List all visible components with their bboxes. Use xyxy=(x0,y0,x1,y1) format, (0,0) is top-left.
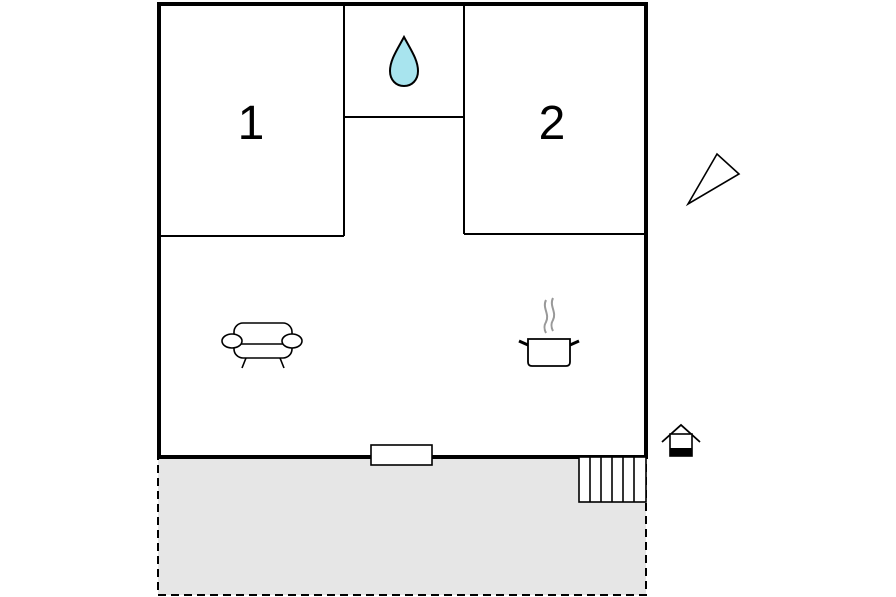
room-label-1: 1 xyxy=(238,97,265,150)
cooking-pot-icon xyxy=(518,297,580,367)
terrace-area xyxy=(157,457,647,596)
entrance-door xyxy=(370,444,433,466)
entrance-steps xyxy=(578,456,647,503)
entrance-house-icon xyxy=(661,423,701,457)
north-arrow-icon xyxy=(685,152,741,207)
sofa-icon xyxy=(221,322,303,369)
water-drop-icon xyxy=(388,34,420,88)
room-label-2: 2 xyxy=(539,97,566,150)
inner-walls xyxy=(159,4,646,237)
